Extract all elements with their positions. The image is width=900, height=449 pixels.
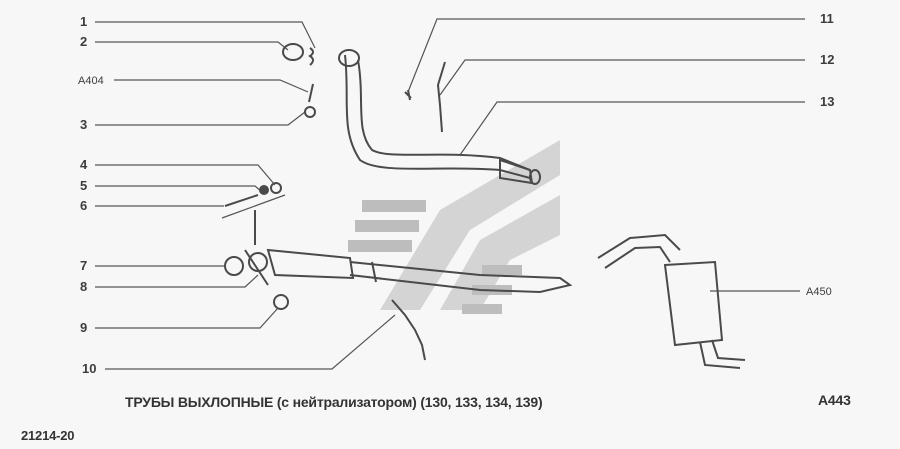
callout-3: 3 — [80, 117, 88, 132]
leader-lines — [95, 18, 805, 370]
parts — [224, 43, 746, 369]
callout-a450: A450 — [806, 286, 832, 298]
drawing-number: 21214-20 — [21, 428, 75, 443]
callout-6: 6 — [80, 198, 88, 213]
callout-5: 5 — [80, 178, 88, 193]
callout-10: 10 — [82, 361, 97, 376]
sheet-code: А443 — [818, 392, 851, 408]
callout-13: 13 — [820, 94, 835, 109]
watermark-logo — [348, 140, 560, 314]
callout-7: 7 — [80, 258, 88, 273]
callout-12: 12 — [820, 52, 835, 67]
callout-a404: A404 — [78, 75, 104, 87]
callout-4: 4 — [80, 157, 88, 172]
callout-9: 9 — [80, 320, 88, 335]
callout-2: 2 — [80, 34, 88, 49]
callout-1: 1 — [80, 14, 88, 29]
callout-8: 8 — [80, 279, 88, 294]
callout-11: 11 — [820, 11, 834, 26]
diagram-caption: ТРУБЫ ВЫХЛОПНЫЕ (с нейтрализатором) (130… — [125, 394, 543, 410]
